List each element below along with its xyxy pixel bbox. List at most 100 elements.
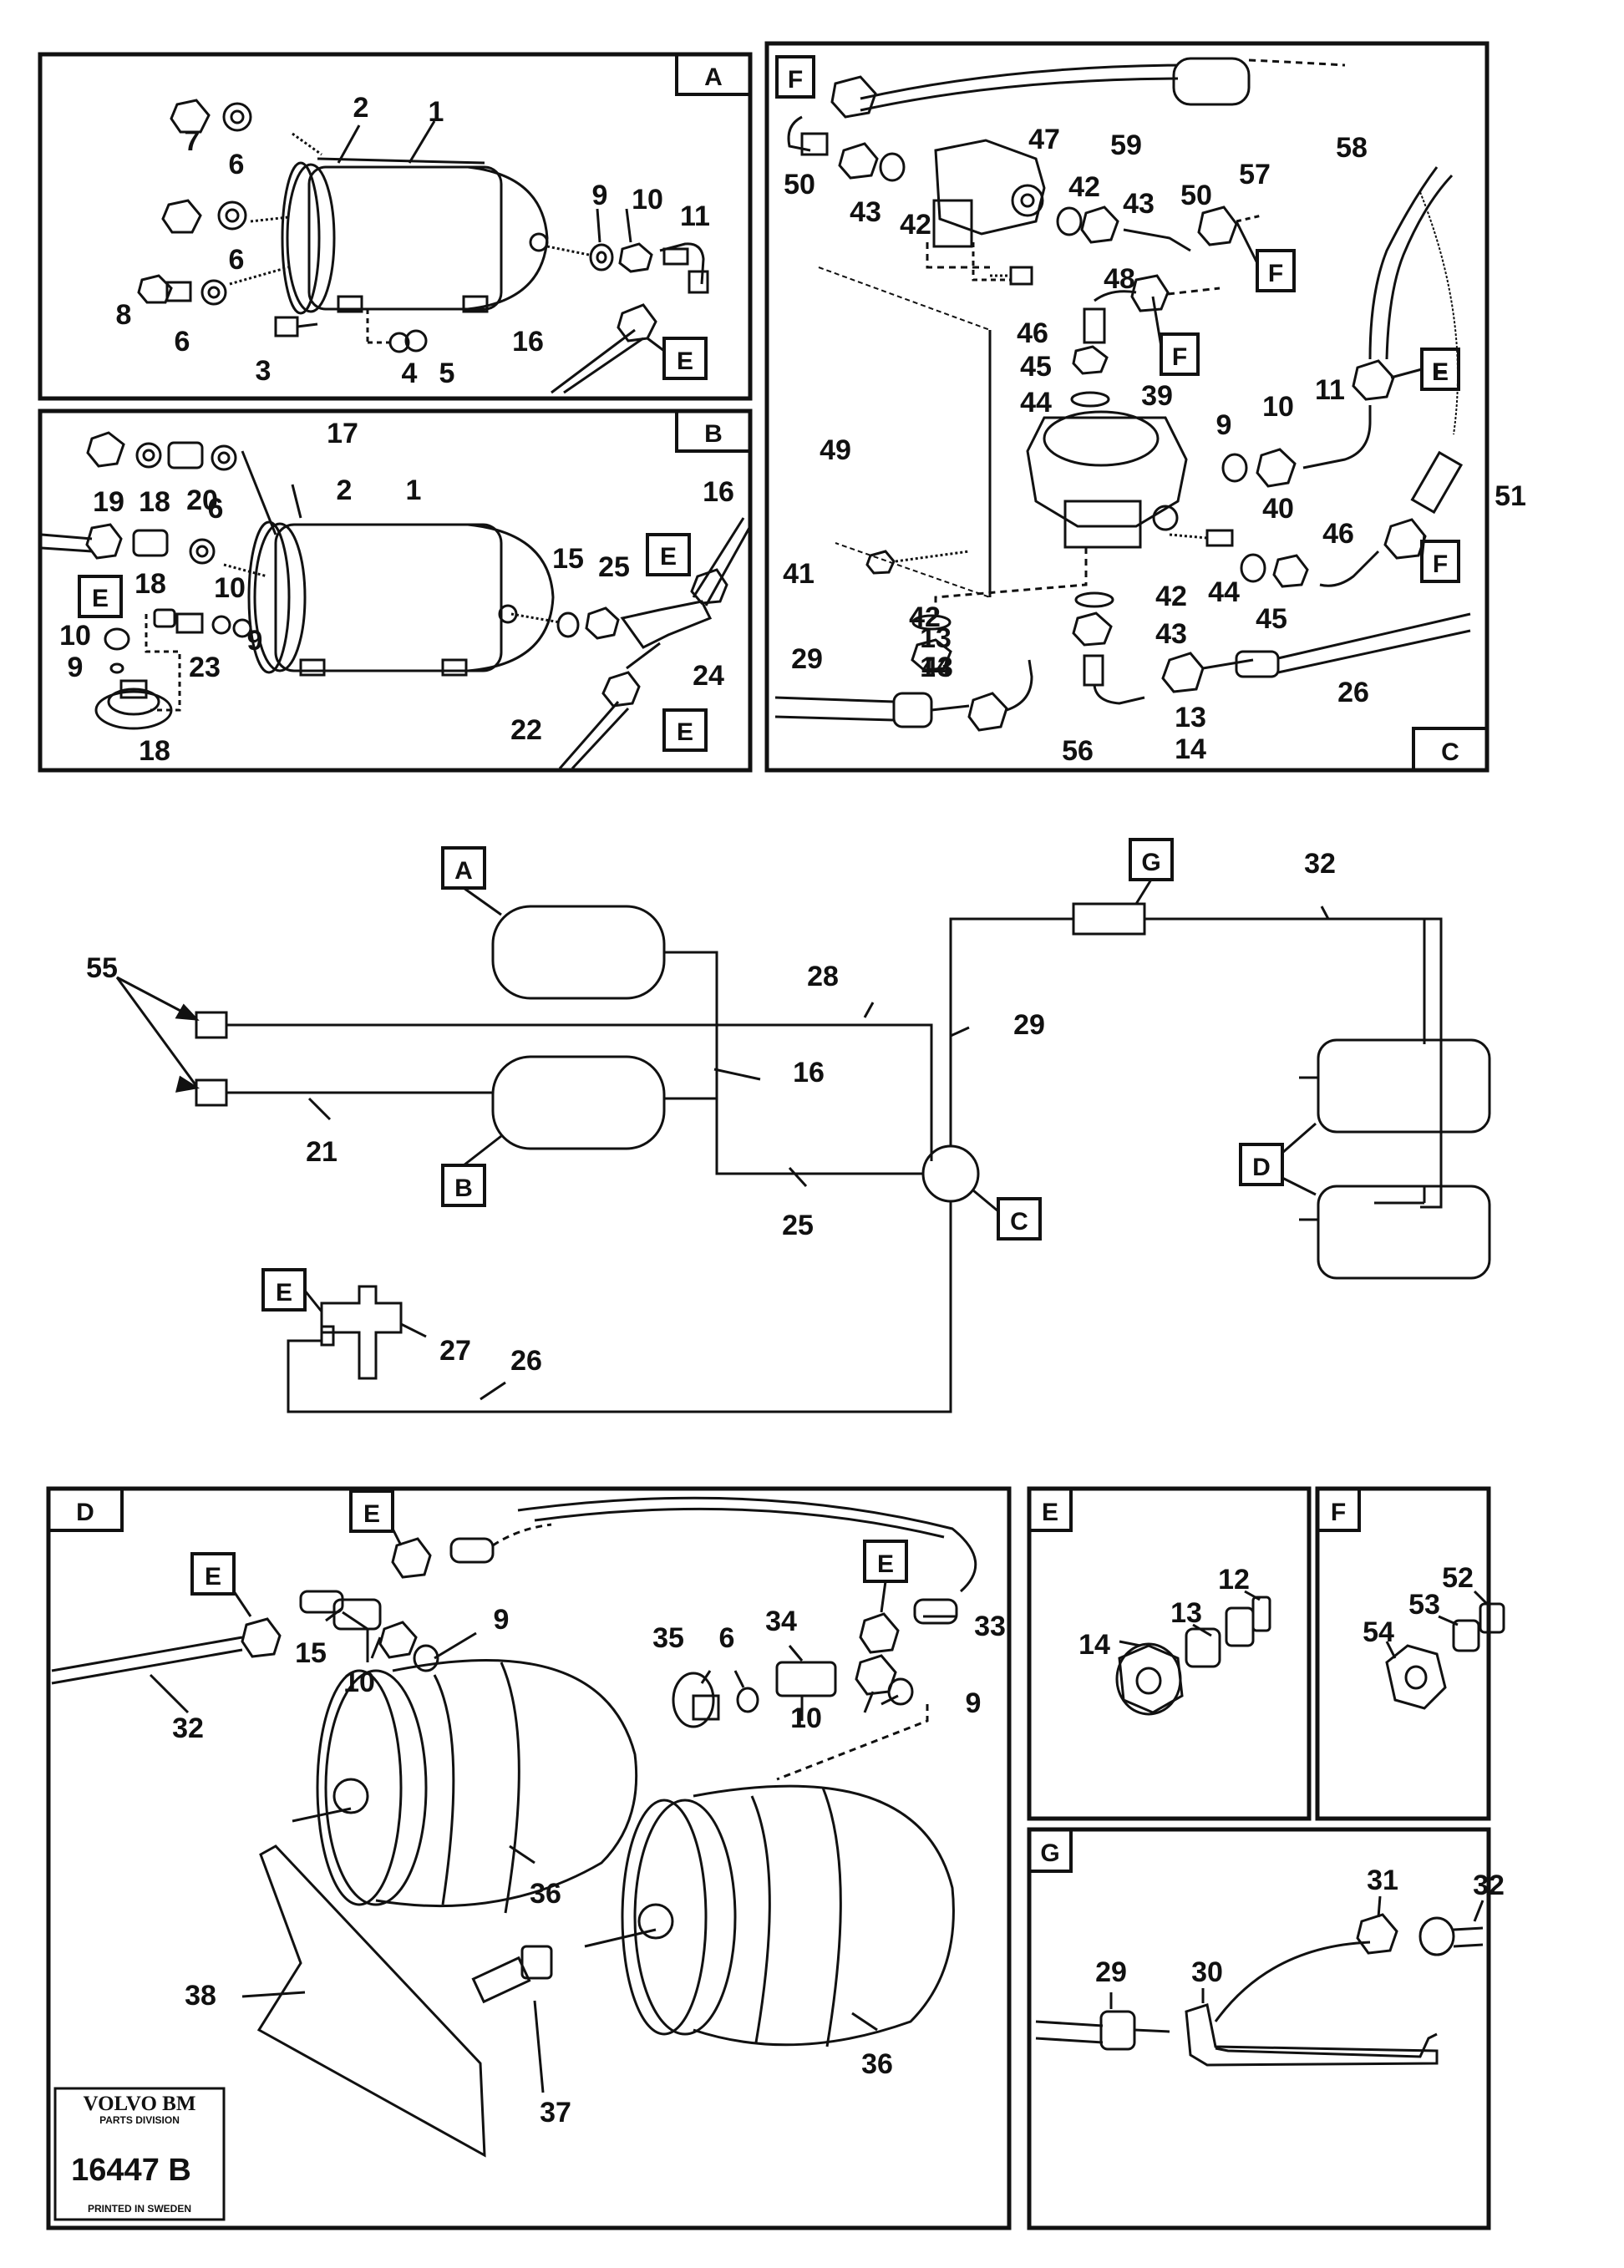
part-number-label: 39: [1141, 380, 1173, 412]
part-number-label: 32: [1473, 1870, 1505, 1901]
part-number-label: 56: [1062, 735, 1094, 767]
panel-a: [38, 52, 753, 401]
panel-tag-c: C: [1441, 738, 1459, 766]
part-number-label: 41: [783, 558, 815, 590]
part-number-label: 10: [214, 572, 246, 604]
callout-e: E: [92, 585, 109, 612]
part-number-label: 2: [353, 92, 369, 124]
callout-e: E: [877, 1550, 894, 1578]
part-number-label: 37: [540, 2097, 571, 2128]
part-number-label: 17: [327, 418, 358, 449]
panel-g: [1027, 1827, 1491, 2230]
nut-5-icon: [388, 329, 428, 353]
logo-printed: PRINTED IN SWEDEN: [88, 2203, 191, 2215]
callout-e: E: [660, 543, 677, 571]
part-number-label: 35: [652, 1622, 684, 1654]
part-number-label: 25: [782, 1210, 814, 1241]
part-number-label: 49: [820, 434, 851, 466]
pipe-16-icon: [551, 303, 657, 394]
part-number-label: 27: [439, 1335, 471, 1367]
logo-brand: VOLVO BM: [84, 2093, 196, 2115]
callout-e: E: [205, 1563, 221, 1591]
part-number-label: 48: [1104, 263, 1135, 295]
part-number-label: 58: [1336, 132, 1368, 164]
valve-22-icon: [94, 679, 173, 730]
part-number-label: 15: [552, 543, 584, 575]
drawing-number: 16447 B: [71, 2153, 191, 2188]
schematic-box-g: G: [1141, 849, 1160, 876]
part-number-label: 9: [247, 625, 263, 657]
part-number-label: 42: [909, 601, 941, 633]
part-number-label: 53: [1408, 1589, 1440, 1621]
part-number-label: 13: [1170, 1597, 1202, 1629]
part-number-label: 51: [1495, 480, 1526, 512]
callout-f: F: [1172, 343, 1187, 371]
part-number-label: 15: [295, 1637, 327, 1669]
part-number-label: 3: [256, 355, 272, 387]
panel-f: [1315, 1486, 1505, 1821]
callout-e: E: [363, 1500, 380, 1528]
callout-f: F: [1433, 358, 1448, 386]
part-number-label: 6: [208, 493, 224, 525]
valve-47-icon: [932, 139, 1046, 248]
part-number-label: 21: [306, 1136, 337, 1168]
part-number-label: 16: [703, 476, 734, 508]
brake-chamber-icon: [292, 1659, 638, 1914]
callout-e: E: [1432, 358, 1449, 386]
part-number-label: 14: [1175, 733, 1206, 765]
part-number-label: 52: [1442, 1562, 1474, 1594]
panel-tag-a: A: [704, 63, 723, 91]
part-number-label: 29: [1013, 1009, 1045, 1041]
part-number-label: 25: [598, 551, 630, 583]
schematic-box-e: E: [276, 1279, 292, 1307]
panel-d: [46, 1486, 1012, 2230]
part-number-label: 26: [510, 1345, 542, 1377]
panel-e: [1027, 1486, 1312, 1821]
part-number-label: 26: [1337, 677, 1369, 708]
air-tank-icon: [247, 520, 555, 677]
part-number-label: 59: [1110, 129, 1142, 161]
part-number-label: 18: [139, 486, 170, 518]
callout-e: E: [677, 348, 693, 375]
part-number-label: 2: [337, 474, 353, 506]
part-number-label: 20: [186, 485, 218, 516]
part-number-label: 44: [1208, 576, 1240, 608]
part-number-label: 42: [1155, 581, 1187, 612]
part-number-label: 45: [1256, 603, 1287, 635]
panel-tag-d: D: [76, 1499, 94, 1526]
callout-e: E: [677, 718, 693, 746]
logo-division: PARTS DIVISION: [99, 2114, 180, 2126]
panel-b: [38, 408, 753, 773]
part-number-label: 9: [966, 1687, 982, 1719]
part-number-label: 16: [512, 326, 544, 358]
panel-tag-e: E: [1042, 1499, 1058, 1526]
part-number-label: 9: [592, 180, 608, 211]
screw-3-icon: [274, 316, 318, 337]
part-number-label: 14: [1078, 1629, 1110, 1661]
schematic-box-d: D: [1252, 1154, 1271, 1181]
schematic-box-c: C: [1010, 1208, 1028, 1235]
part-number-label: 54: [1363, 1616, 1394, 1648]
part-number-label: 1: [406, 474, 422, 506]
part-number-label: 50: [1180, 180, 1212, 211]
part-number-label: 18: [134, 568, 166, 600]
part-number-label: 19: [93, 486, 124, 518]
schematic-box-b: B: [454, 1175, 473, 1202]
part-number-label: 46: [1322, 518, 1354, 550]
part-number-label: 36: [530, 1878, 561, 1910]
part-number-label: 43: [1123, 188, 1155, 220]
part-number-label: 9: [494, 1604, 510, 1636]
part-number-label: 10: [59, 620, 91, 652]
brake-chamber-icon: [584, 1784, 955, 2047]
part-number-label: 9: [68, 652, 84, 683]
part-number-label: 7: [185, 125, 200, 157]
part-number-label: 22: [510, 714, 542, 746]
part-number-label: 34: [765, 1606, 797, 1637]
part-number-label: 36: [861, 2048, 893, 2080]
part-number-label: 8: [116, 299, 132, 331]
callout-f: F: [1268, 260, 1283, 287]
part-number-label: 9: [1216, 409, 1232, 441]
callout-f: F: [1433, 551, 1448, 578]
washer-9-icon: [589, 243, 614, 271]
